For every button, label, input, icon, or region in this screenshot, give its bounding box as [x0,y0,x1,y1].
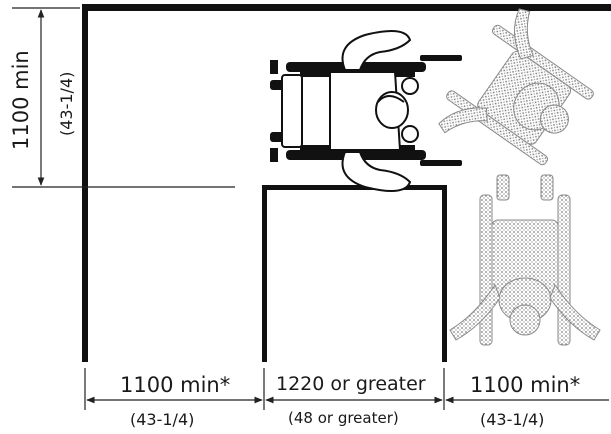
walls [82,4,611,362]
wall-inner-top [262,185,447,190]
bottom-mid-sub: (48 or greater) [288,409,399,427]
bottom-labels: 1100 min* (43-1/4) 1220 or greater (48 o… [120,373,580,429]
bottom-left-main: 1100 min* [120,373,230,397]
bottom-left-sub: (43-1/4) [130,410,194,429]
left-vertical-labels: 1100 min (43-1/4) [9,50,76,150]
wall-inner-right [442,185,447,362]
wall-top [82,4,611,11]
dimension-lines [12,7,609,410]
ghost-wheelchair-figure [438,8,601,346]
bottom-right-sub: (43-1/4) [480,410,544,429]
wall-inner-left [262,185,267,362]
left-vertical-main: 1100 min [9,50,33,150]
bottom-right-main: 1100 min* [470,373,580,397]
bottom-mid-main: 1220 or greater [276,373,426,395]
wall-left [82,4,88,362]
left-vertical-sub: (43-1/4) [57,72,76,136]
wheelchair-figure [270,30,462,192]
